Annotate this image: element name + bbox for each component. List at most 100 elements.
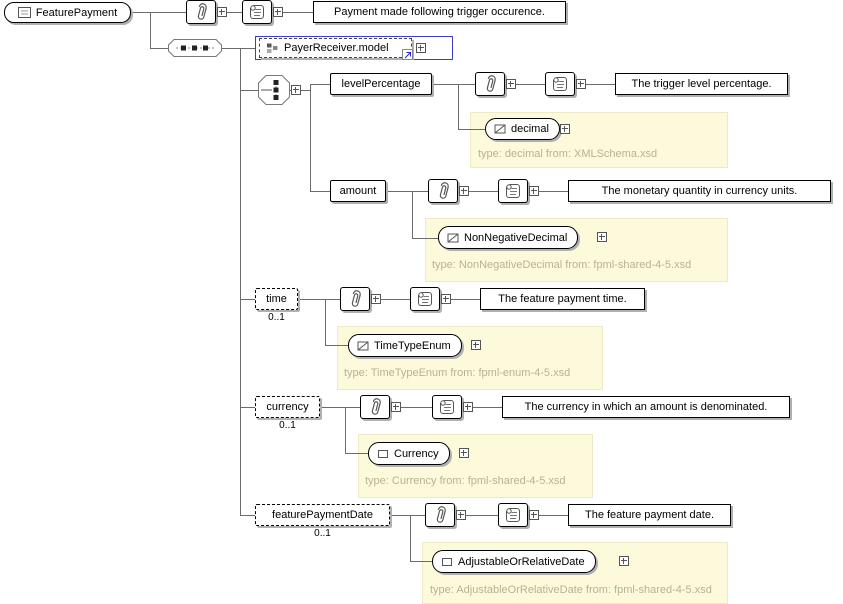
type-label: AdjustableOrRelativeDate [458,555,585,568]
attributes-button[interactable] [425,503,455,527]
annotation-button[interactable] [432,395,462,419]
documentation-amount: The monetary quantity in currency units. [568,180,831,202]
paperclip-icon [366,396,385,419]
type-label: decimal [511,123,549,135]
type-note: type: AdjustableOrRelativeDate from: fpm… [430,584,712,596]
documentation-time: The feature payment time. [480,288,645,310]
sequence-icon [168,39,222,57]
connector-line [150,12,151,48]
type-note: type: TimeTypeEnum from: fpml-enum-4-5.x… [344,367,571,379]
expand-icon[interactable] [619,556,629,566]
documentation-text: The monetary quantity in currency units. [601,185,798,197]
link-arrow-icon[interactable] [402,49,413,60]
expand-icon[interactable] [441,294,451,304]
type-box-nonnegativedecimal[interactable]: NonNegativeDecimal [438,226,579,249]
type-label: TimeTypeEnum [374,339,451,352]
paperclip-icon [346,288,365,311]
type-box-decimal[interactable]: decimal [485,118,560,140]
attributes-button[interactable] [360,395,390,419]
complex-type-icon [441,556,453,568]
expand-icon[interactable] [416,43,426,53]
expand-icon[interactable] [371,294,381,304]
annotation-button[interactable] [410,287,440,311]
type-box-adjustableorrelativedate[interactable]: AdjustableOrRelativeDate [432,550,596,573]
element-icon [17,7,31,18]
element-label: featurePaymentDate [272,509,373,521]
expand-icon[interactable] [459,448,469,458]
annotation-button[interactable] [498,503,528,527]
attributes-button[interactable] [428,179,458,203]
expand-icon[interactable] [506,79,516,89]
annotation-button[interactable] [242,0,272,24]
scroll-icon [248,3,266,21]
group-ref-label: PayerReceiver.model [284,42,389,54]
documentation-text: The trigger level percentage. [631,78,772,90]
type-label: NonNegativeDecimal [464,231,568,244]
annotation-button[interactable] [498,179,528,203]
expand-icon[interactable] [273,7,283,17]
connector-line [310,84,615,85]
type-note: type: Currency from: fpml-shared-4-5.xsd [365,475,566,487]
occurs-label: 0..1 [279,420,296,431]
attributes-button[interactable] [475,72,505,96]
documentation-text: The feature payment time. [498,293,627,305]
simple-type-icon [494,123,506,135]
element-featurepayment[interactable]: FeaturePayment [4,2,131,23]
connector-line [410,515,411,561]
type-box-currency[interactable]: Currency [368,442,450,465]
occurs-label: 0..1 [314,528,331,539]
documentation-root: Payment made following trigger occurence… [313,1,566,23]
element-label: amount [339,185,377,197]
connector-line [410,561,432,562]
element-featurepaymentdate[interactable]: featurePaymentDate [255,504,390,526]
paperclip-icon [192,1,211,24]
type-note: type: decimal from: XMLSchema.xsd [478,148,658,160]
simple-type-icon [447,232,459,244]
type-box-timetypeenum[interactable]: TimeTypeEnum [348,334,462,357]
expand-icon[interactable] [217,7,227,17]
expand-icon[interactable] [471,340,481,350]
scroll-icon [438,398,456,416]
element-label: FeaturePayment [35,6,118,19]
annotation-button[interactable] [545,72,575,96]
element-label: time [266,293,287,305]
connector-trunk-line [240,48,241,515]
connector-line [412,191,413,238]
expand-icon[interactable] [529,186,539,196]
element-time[interactable]: time [255,288,298,310]
expand-icon[interactable] [597,232,607,242]
complex-type-icon [377,448,389,460]
expand-icon[interactable] [560,124,570,134]
occurs-label: 0..1 [268,312,285,323]
documentation-featurepaymentdate: The feature payment date. [568,504,731,526]
simple-type-icon [357,340,369,352]
expand-icon[interactable] [529,510,539,520]
element-currency[interactable]: currency [255,396,320,418]
expand-icon[interactable] [459,186,469,196]
attributes-button[interactable] [340,287,370,311]
documentation-text: The feature payment date. [584,509,715,521]
scroll-icon [504,506,522,524]
scroll-icon [551,75,569,93]
expand-icon[interactable] [576,79,586,89]
documentation-currency: The currency in which an amount is denom… [502,396,790,418]
attributes-button[interactable] [186,0,216,24]
paperclip-icon [431,504,450,527]
connector-line [345,453,368,454]
connector-line [458,84,459,129]
type-label: Currency [394,447,439,460]
connector-line [345,407,346,453]
connector-line [240,515,568,516]
documentation-text: Payment made following trigger occurence… [334,6,545,18]
element-levelpercentage[interactable]: levelPercentage [330,73,432,95]
expand-icon[interactable] [463,402,473,412]
group-ref-payerreceiver-model[interactable]: PayerReceiver.model [259,38,412,58]
choice-icon [258,75,290,105]
expand-icon[interactable] [391,402,401,412]
scroll-icon [416,290,434,308]
element-amount[interactable]: amount [330,180,386,202]
expand-icon[interactable] [291,85,301,95]
connector-line [325,345,348,346]
expand-icon[interactable] [456,510,466,520]
